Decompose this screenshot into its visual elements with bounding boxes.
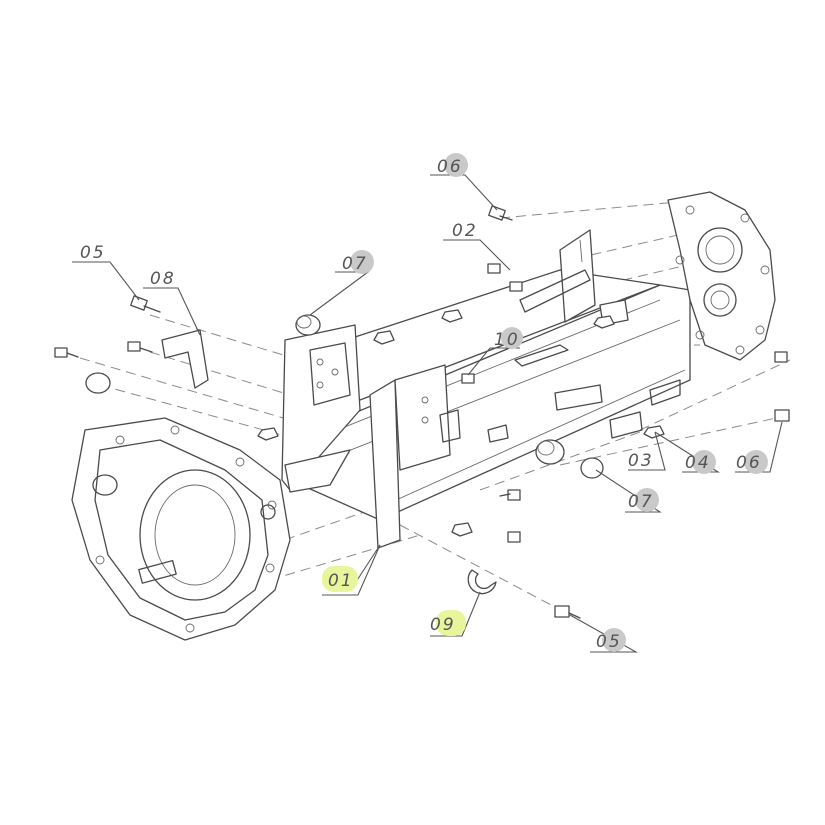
callout-label: 01 — [328, 571, 354, 591]
callout-label: 06 — [736, 453, 762, 473]
bolt-06-right — [774, 351, 788, 363]
bolt-06-right-b — [774, 409, 790, 422]
callout-06-right: 06 — [736, 450, 768, 474]
callout-07-top: 07 — [342, 250, 374, 274]
bolt-02-b — [509, 281, 523, 292]
bolt-05-left — [130, 295, 161, 313]
callout-label: 05 — [596, 632, 622, 652]
bracket-08 — [161, 329, 209, 389]
bolt-lower-b — [507, 531, 521, 543]
callout-label: 03 — [628, 451, 654, 471]
cap-left — [85, 372, 111, 394]
hardware-parts — [54, 205, 790, 619]
callout-label: 05 — [80, 243, 106, 263]
callout-label: 04 — [685, 453, 711, 473]
callout-label: 07 — [628, 492, 654, 512]
nut-d — [451, 522, 473, 537]
bolt-left-b — [54, 347, 79, 358]
callout-label: 08 — [150, 269, 176, 289]
callout-08: 08 — [150, 269, 176, 289]
bolt-10 — [461, 373, 475, 384]
nut-b — [373, 330, 395, 345]
bolt-06-top — [488, 205, 513, 221]
callout-06-top: 06 — [437, 153, 468, 177]
callout-03: 03 — [628, 451, 654, 471]
clamp-09 — [467, 569, 497, 595]
bushing-07-bottom-b — [580, 457, 604, 479]
bolt-lower-a — [499, 489, 521, 501]
rear-transmission-case — [667, 191, 776, 361]
bell-housing — [71, 417, 291, 641]
bushing-07-bottom-a — [535, 439, 565, 465]
callout-label: 09 — [430, 615, 456, 635]
nut-a — [441, 309, 463, 323]
bolt-05-bottom — [554, 605, 581, 619]
callout-label: 06 — [437, 157, 463, 177]
callout-09: 09 — [430, 610, 466, 636]
callout-10: 10 — [494, 327, 523, 350]
callout-label: 02 — [452, 221, 478, 241]
callout-07-bottom: 07 — [628, 488, 659, 512]
main-frame-part-01 — [281, 229, 691, 589]
callout-05-left: 05 — [80, 243, 106, 263]
callout-05-bottom: 05 — [596, 628, 626, 652]
nut-c — [257, 427, 279, 441]
bolt-left-a — [127, 341, 153, 353]
plate-tab — [487, 424, 509, 443]
bushing-07-top — [295, 314, 321, 336]
callout-02: 02 — [452, 221, 478, 241]
callout-label: 07 — [342, 254, 368, 274]
bolt-02-a — [487, 263, 501, 274]
nut-e — [593, 315, 615, 329]
callout-label: 10 — [494, 330, 520, 350]
callout-04: 04 — [685, 450, 716, 474]
callout-01: 01 — [322, 566, 358, 592]
